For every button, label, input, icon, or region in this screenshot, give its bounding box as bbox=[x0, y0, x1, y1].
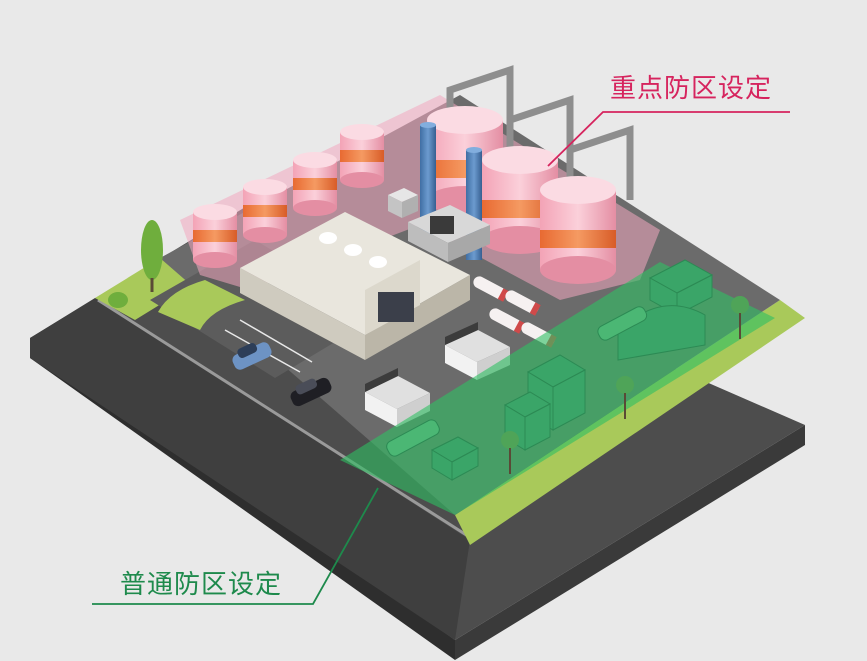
car-blue bbox=[232, 342, 272, 370]
grass-strip-right bbox=[455, 300, 805, 545]
key-zone-leader-line bbox=[547, 111, 790, 167]
green-zone-trucks bbox=[386, 306, 648, 457]
utility-box bbox=[388, 188, 418, 218]
trees bbox=[108, 220, 749, 474]
key-zone-label: 重点防区设定 bbox=[610, 74, 773, 104]
pipe-frames bbox=[446, 65, 634, 200]
control-house bbox=[408, 205, 490, 262]
normal-zone-leader-line bbox=[92, 487, 379, 605]
small-tank-row bbox=[193, 124, 384, 268]
large-tank-row bbox=[427, 106, 616, 284]
road bbox=[30, 298, 470, 640]
road-curb bbox=[97, 298, 469, 538]
car-black bbox=[290, 377, 332, 407]
warehouse-shed-2 bbox=[365, 368, 430, 427]
main-factory-building bbox=[240, 212, 470, 360]
normal-zone-label: 普通防区设定 bbox=[120, 570, 283, 600]
